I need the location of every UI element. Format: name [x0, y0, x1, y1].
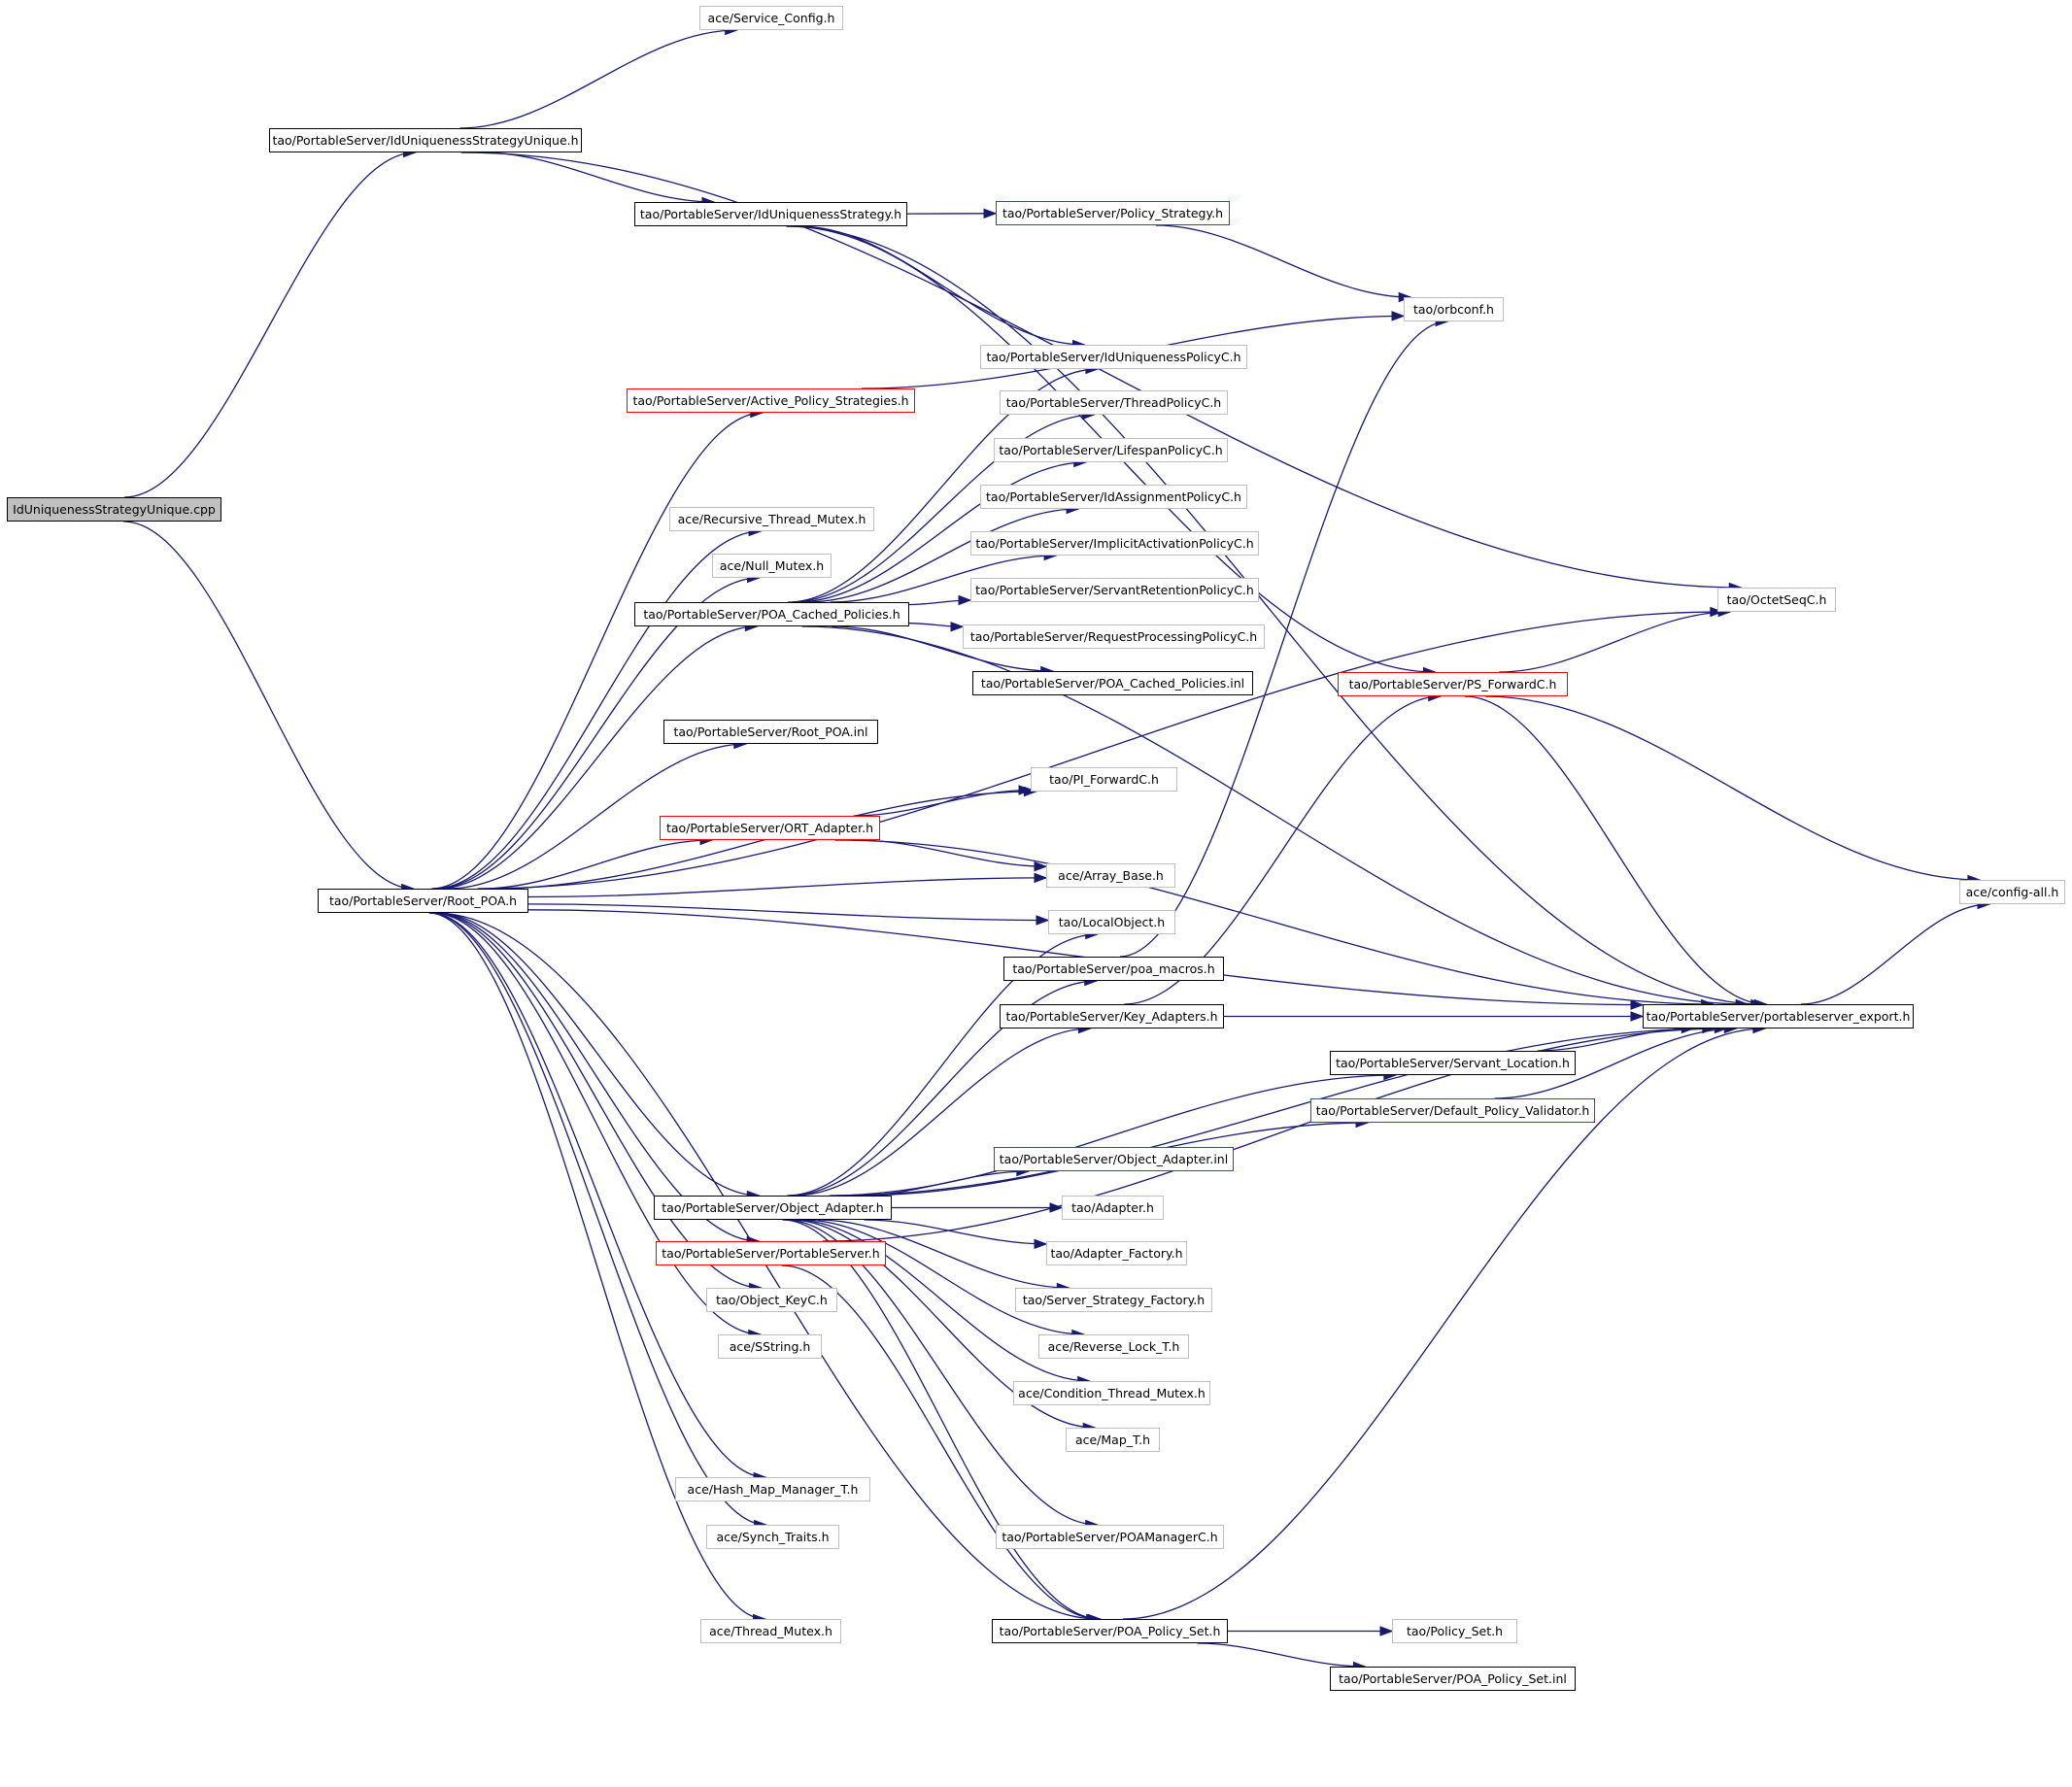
node-octetseqc-h[interactable]: tao/OctetSeqC.h [1717, 588, 1836, 612]
node-default-policy-validator-h[interactable]: tao/PortableServer/Default_Policy_Valida… [1310, 1098, 1595, 1123]
node-array-base-h[interactable]: ace/Array_Base.h [1046, 863, 1175, 888]
edge-n1-n2 [459, 30, 736, 128]
node-servant-location-h[interactable]: tao/PortableServer/Servant_Location.h [1330, 1051, 1576, 1075]
edge-n24-n18 [438, 626, 758, 889]
node-reverse-lock-t-h[interactable]: ace/Reverse_Lock_T.h [1038, 1334, 1189, 1359]
arrowhead-n47-n48 [1380, 1627, 1392, 1635]
node-adapter-h[interactable]: tao/Adapter.h [1062, 1196, 1164, 1220]
node-poamanagerc-h[interactable]: tao/PortableServer/POAManagerC.h [996, 1525, 1224, 1549]
node-object-keyc-h[interactable]: tao/Object_KeyC.h [706, 1288, 837, 1312]
edge-n35-n47 [782, 1265, 1100, 1619]
edge-n33-n32 [858, 1171, 1029, 1196]
node-poa-policy-set-inl[interactable]: tao/PortableServer/POA_Policy_Set.inl [1330, 1667, 1576, 1691]
edge-n0-n1 [124, 152, 416, 497]
node-requestprocessingpolicyc-h[interactable]: tao/PortableServer/RequestProcessingPoli… [963, 624, 1265, 649]
node-idassignmentpolicyc-h[interactable]: tao/PortableServer/IdAssignmentPolicyC.h [980, 485, 1247, 509]
edge-n24-n46 [429, 913, 765, 1619]
node-portableserver-h[interactable]: tao/PortableServer/PortableServer.h [656, 1241, 886, 1265]
edge-n35-n29 [823, 1028, 1727, 1241]
node-iduniquenesspolicyc-h[interactable]: tao/PortableServer/IdUniquenessPolicyC.h [980, 345, 1247, 369]
node-poa-policy-set-h[interactable]: tao/PortableServer/POA_Policy_Set.h [992, 1619, 1228, 1643]
node-servantretentionpolicyc-h[interactable]: tao/PortableServer/ServantRetentionPolic… [970, 578, 1259, 602]
node-adapter-factory-h[interactable]: tao/Adapter_Factory.h [1046, 1241, 1187, 1265]
edge-n30-n29 [1538, 1028, 1694, 1051]
edge-n24-n21 [492, 792, 1036, 889]
node-implicitactivationpolicyc-h[interactable]: tao/PortableServer/ImplicitActivationPol… [970, 531, 1259, 556]
edge-n19-n26 [1485, 696, 1980, 880]
node-key-adapters-h[interactable]: tao/PortableServer/Key_Adapters.h [1000, 1004, 1224, 1028]
node-poa-cached-policies-h[interactable]: tao/PortableServer/POA_Cached_Policies.h [634, 602, 909, 626]
node-ort-adapter-h[interactable]: tao/PortableServer/ORT_Adapter.h [660, 816, 880, 840]
node-root-poa-h[interactable]: tao/PortableServer/Root_POA.h [318, 889, 528, 913]
node-portableserver-export-h[interactable]: tao/PortableServer/portableserver_export… [1643, 1004, 1914, 1028]
node-hash-map-manager-t-h[interactable]: ace/Hash_Map_Manager_T.h [675, 1477, 870, 1501]
node-null-mutex-h[interactable]: ace/Null_Mutex.h [712, 554, 832, 578]
node-root-poa-inl[interactable]: tao/PortableServer/Root_POA.inl [663, 720, 878, 744]
node-thread-mutex-h[interactable]: ace/Thread_Mutex.h [700, 1619, 841, 1643]
node-idunique-cpp: IdUniquenessStrategyUnique.cpp [7, 497, 221, 522]
node-sstring-h[interactable]: ace/SString.h [718, 1334, 822, 1359]
node-pi-forwardc-h[interactable]: tao/PI_ForwardC.h [1031, 767, 1177, 792]
node-service-config-h[interactable]: ace/Service_Config.h [699, 6, 843, 30]
arrowhead-n24-n25 [1036, 916, 1048, 925]
node-poa-macros-h[interactable]: tao/PortableServer/poa_macros.h [1003, 957, 1224, 981]
node-poa-cached-policies-inl[interactable]: tao/PortableServer/POA_Cached_Policies.i… [972, 671, 1253, 695]
edge-n19-n3 [1499, 612, 1730, 672]
node-server-strategy-factory-h[interactable]: tao/Server_Strategy_Factory.h [1015, 1288, 1212, 1312]
edge-n33-n47 [782, 1220, 1100, 1619]
node-active-policy-strategies-h[interactable]: tao/PortableServer/Active_Policy_Strateg… [627, 388, 915, 413]
node-threadpolicyc-h[interactable]: tao/PortableServer/ThreadPolicyC.h [1000, 390, 1228, 415]
node-map-t-h[interactable]: ace/Map_T.h [1066, 1428, 1160, 1452]
node-condition-thread-mutex-h[interactable]: ace/Condition_Thread_Mutex.h [1013, 1381, 1210, 1405]
edge-n33-n36 [865, 1220, 1046, 1244]
node-iduniquenessstrategy-h[interactable]: tao/PortableServer/IdUniquenessStrategy.… [634, 202, 907, 226]
edge-n24-n3 [478, 612, 1722, 889]
edge-n1-n4 [483, 152, 715, 202]
arrowhead-n18-n13 [951, 623, 963, 631]
node-object-adapter-inl[interactable]: tao/PortableServer/Object_Adapter.inl [994, 1147, 1234, 1171]
edge-n24-n39 [432, 913, 761, 1334]
edge-n18-n29 [802, 626, 1748, 1004]
edge-n5-n6 [1156, 225, 1410, 297]
node-recursive-thread-mutex-h[interactable]: ace/Recursive_Thread_Mutex.h [669, 507, 874, 531]
node-synch-traits-h[interactable]: ace/Synch_Traits.h [706, 1525, 839, 1549]
edge-n47-n49 [1198, 1643, 1366, 1667]
node-lifespanpolicyc-h[interactable]: tao/PortableServer/LifespanPolicyC.h [994, 438, 1228, 462]
arrowhead-n28-n29 [1631, 1012, 1643, 1021]
edge-n24-n37 [433, 913, 761, 1288]
edge-n4-n7 [800, 226, 1085, 345]
node-iduniquenessstrategyunique-h[interactable]: tao/PortableServer/IdUniquenessStrategyU… [269, 128, 582, 152]
edge-n19-n29 [1465, 696, 1767, 1004]
node-ps-forwardc-h[interactable]: tao/PortableServer/PS_ForwardC.h [1338, 672, 1568, 696]
arrowhead-n18-n12 [959, 596, 970, 605]
edge-n24-n25 [528, 904, 1048, 921]
edge-n22-n29 [834, 840, 1713, 1004]
edge-n29-n26 [1801, 904, 1989, 1004]
node-config-all-h[interactable]: ace/config-all.h [1959, 880, 2065, 904]
node-orbconf-h[interactable]: tao/orbconf.h [1404, 297, 1504, 321]
node-object-adapter-h[interactable]: tao/PortableServer/Object_Adapter.h [654, 1196, 892, 1220]
node-policy-set-h[interactable]: tao/Policy_Set.h [1392, 1619, 1517, 1643]
edge-n22-n23 [857, 840, 1046, 866]
edge-n22-n21 [854, 791, 1032, 817]
edge-n0-n24 [123, 522, 413, 889]
node-localobject-h[interactable]: tao/LocalObject.h [1048, 910, 1175, 934]
arrowhead-n15-n6 [1392, 312, 1404, 320]
arrowhead-n33-n36 [1035, 1239, 1046, 1248]
arrowhead-n4-n5 [984, 209, 996, 218]
edge-n4-n29 [786, 226, 1763, 1004]
node-policy-strategy-h[interactable]: tao/PortableServer/Policy_Strategy.h [996, 201, 1230, 225]
arrowhead-n24-n23 [1035, 873, 1046, 882]
